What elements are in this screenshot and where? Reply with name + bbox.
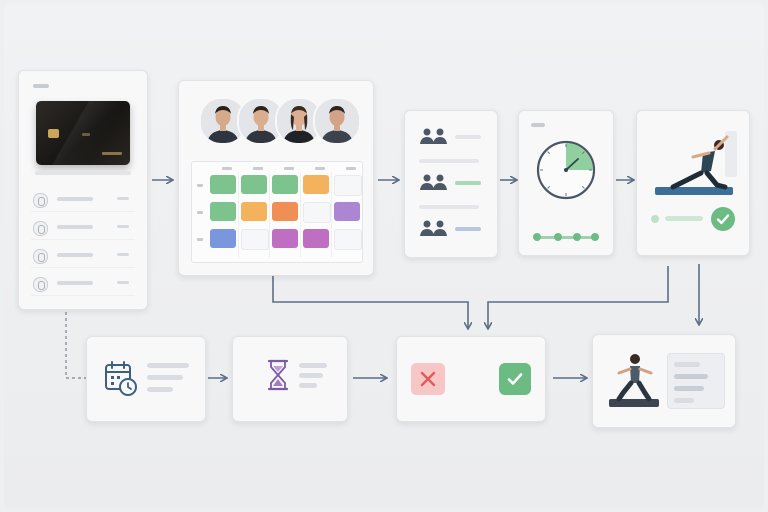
schedule-slot[interactable] xyxy=(272,202,298,221)
group-status-bar xyxy=(455,135,481,139)
option-label-placeholder xyxy=(57,197,93,201)
schedule-slot[interactable] xyxy=(272,229,298,248)
stopwatch-icon xyxy=(536,140,596,200)
time-label xyxy=(197,238,203,241)
schedule-slot[interactable] xyxy=(272,175,298,194)
separator-line xyxy=(419,205,479,209)
option-value-placeholder xyxy=(117,197,129,200)
booking-panel xyxy=(86,336,206,422)
schedule-slot[interactable] xyxy=(303,202,331,223)
x-icon[interactable] xyxy=(411,363,445,395)
payment-option-icon xyxy=(33,221,48,236)
group-row[interactable] xyxy=(417,219,487,239)
calendar-clock-icon xyxy=(105,361,137,396)
trainer-avatar[interactable] xyxy=(199,97,247,145)
option-value-placeholder xyxy=(117,281,129,284)
users-icon xyxy=(420,128,447,144)
trainer-avatar[interactable] xyxy=(275,97,323,145)
option-value-placeholder xyxy=(117,225,129,228)
card-brand-mark xyxy=(102,152,122,155)
payment-card-panel xyxy=(18,70,148,310)
payment-option-row[interactable] xyxy=(31,273,135,296)
group-status-bar xyxy=(455,227,481,231)
timer-progress-slider[interactable] xyxy=(533,231,599,243)
workout-icon xyxy=(609,354,659,407)
trainer-schedule-panel xyxy=(178,80,374,276)
option-label-placeholder xyxy=(57,281,93,285)
day-header xyxy=(346,167,356,170)
option-label-placeholder xyxy=(57,225,93,229)
payment-option-row[interactable] xyxy=(31,217,135,240)
schedule-slot[interactable] xyxy=(210,175,236,194)
time-label xyxy=(197,211,203,214)
credit-card-icon[interactable] xyxy=(36,101,130,165)
time-label xyxy=(197,184,203,187)
trainer-avatar[interactable] xyxy=(313,97,361,145)
hourglass-icon xyxy=(267,359,289,391)
group-panel xyxy=(404,110,498,258)
person-icon xyxy=(315,99,359,143)
schedule-slot[interactable] xyxy=(334,229,362,250)
panel-header-bar xyxy=(33,84,49,88)
workout-complete-panel xyxy=(636,110,750,256)
day-header xyxy=(315,167,325,170)
users-icon xyxy=(420,220,447,236)
payment-option-icon xyxy=(33,249,48,264)
yoga-figure xyxy=(655,135,733,195)
check-icon xyxy=(711,207,735,231)
payment-option-icon xyxy=(33,193,48,208)
schedule-slot[interactable] xyxy=(303,175,329,194)
payment-option-icon xyxy=(33,277,48,292)
waiting-panel xyxy=(232,336,348,422)
payment-option-row[interactable] xyxy=(31,245,135,268)
card-chip xyxy=(48,129,59,138)
schedule-slot[interactable] xyxy=(241,175,267,194)
day-header xyxy=(253,167,263,170)
decision-panel xyxy=(396,336,546,422)
group-row[interactable] xyxy=(417,127,487,147)
option-value-placeholder xyxy=(117,253,129,256)
group-row[interactable] xyxy=(417,173,487,193)
check-icon[interactable] xyxy=(499,363,531,395)
schedule-grid xyxy=(191,161,363,263)
schedule-slot[interactable] xyxy=(334,202,360,221)
users-icon xyxy=(420,174,447,190)
option-label-placeholder xyxy=(57,253,93,257)
panel-header-bar xyxy=(531,123,545,127)
schedule-slot[interactable] xyxy=(334,175,362,196)
day-header xyxy=(222,167,232,170)
day-header xyxy=(284,167,294,170)
schedule-slot[interactable] xyxy=(303,229,329,248)
schedule-slot[interactable] xyxy=(241,229,269,250)
timer-panel xyxy=(518,110,614,256)
separator-line xyxy=(419,159,479,163)
schedule-slot[interactable] xyxy=(210,229,236,248)
result-panel xyxy=(592,334,736,428)
group-status-bar xyxy=(455,181,481,185)
schedule-slot[interactable] xyxy=(210,202,236,221)
payment-option-row[interactable] xyxy=(31,189,135,212)
schedule-slot[interactable] xyxy=(241,202,267,221)
